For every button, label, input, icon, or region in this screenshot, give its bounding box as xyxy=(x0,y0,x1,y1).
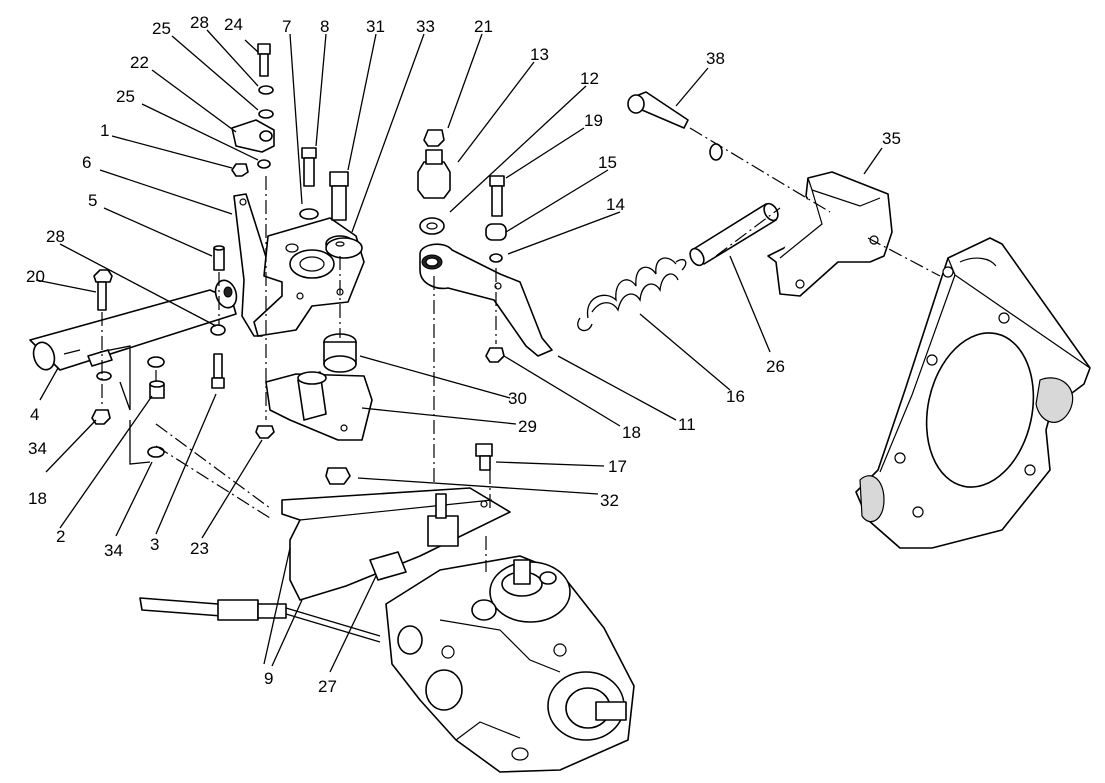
center-left-hardware xyxy=(210,245,226,389)
callout-22: 22 xyxy=(130,53,149,72)
callout-2: 2 xyxy=(56,527,65,546)
callout-20: 20 xyxy=(26,267,45,286)
upper-bolts xyxy=(299,147,363,259)
callout-34: 34 xyxy=(28,439,47,458)
callout-17: 17 xyxy=(608,457,627,476)
callout-25: 25 xyxy=(116,87,135,106)
control-arm xyxy=(419,243,553,357)
callout-30: 30 xyxy=(508,389,527,408)
callout-32: 32 xyxy=(600,491,619,510)
bracket xyxy=(767,171,893,297)
callout-18: 18 xyxy=(28,489,47,508)
callout-16: 16 xyxy=(726,387,745,406)
callout-3: 3 xyxy=(150,535,159,554)
callout-28: 28 xyxy=(190,13,209,32)
callout-33: 33 xyxy=(416,17,435,36)
callout-14: 14 xyxy=(606,195,625,214)
bolt-20 xyxy=(93,269,113,311)
spacer-tube xyxy=(689,202,779,267)
callout-34: 34 xyxy=(104,541,123,560)
callout-labels: 24 28 25 22 25 1 6 5 28 20 4 34 18 2 34 … xyxy=(26,13,901,696)
callout-24: 24 xyxy=(224,15,243,34)
callout-8: 8 xyxy=(320,17,329,36)
control-cable xyxy=(139,597,381,643)
pivot-rod xyxy=(29,279,238,371)
bolt-17 xyxy=(475,443,493,471)
callout-38: 38 xyxy=(706,49,725,68)
callout-15: 15 xyxy=(598,153,617,172)
callout-25: 25 xyxy=(152,19,171,38)
callout-18: 18 xyxy=(622,423,641,442)
hydraulic-pump xyxy=(385,555,635,773)
callout-6: 6 xyxy=(82,153,91,172)
callout-9: 9 xyxy=(264,669,273,688)
bolt-38 xyxy=(627,91,723,161)
left-small-hardware xyxy=(91,356,165,458)
callout-26: 26 xyxy=(766,357,785,376)
callout-19: 19 xyxy=(584,111,603,130)
callout-12: 12 xyxy=(580,69,599,88)
callout-7: 7 xyxy=(282,17,291,36)
callout-1: 1 xyxy=(100,121,109,140)
upper-hardware-right xyxy=(417,129,451,235)
callout-23: 23 xyxy=(190,539,209,558)
callout-5: 5 xyxy=(88,191,97,210)
callout-27: 27 xyxy=(318,677,337,696)
callout-28: 28 xyxy=(46,227,65,246)
pump-mount-bracket xyxy=(281,487,511,601)
mounting-plate xyxy=(855,237,1091,549)
pivot-hardware xyxy=(485,175,507,363)
callout-21: 21 xyxy=(474,17,493,36)
assembly-lines xyxy=(99,127,941,572)
callout-11: 11 xyxy=(678,415,696,434)
callout-31: 31 xyxy=(366,17,385,36)
extension-spring xyxy=(577,257,687,332)
callout-29: 29 xyxy=(518,417,537,436)
callout-35: 35 xyxy=(882,129,901,148)
callout-4: 4 xyxy=(30,405,39,424)
top-left-hardware xyxy=(231,43,275,439)
control-bracket-lower xyxy=(265,333,373,485)
control-bracket-upper xyxy=(253,217,365,337)
leader-lines xyxy=(35,29,883,673)
callout-13: 13 xyxy=(530,45,549,64)
